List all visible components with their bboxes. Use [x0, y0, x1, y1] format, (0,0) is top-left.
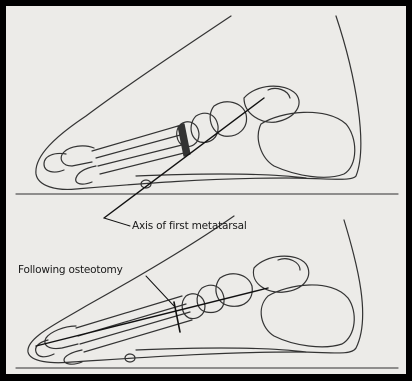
upper-hatched-region	[178, 124, 190, 156]
lower-skin-outline	[28, 216, 363, 363]
lower-plantar-fascia	[136, 348, 306, 352]
upper-axis-label: Axis of first metatarsal	[132, 220, 247, 232]
upper-phalanges	[61, 146, 94, 166]
upper-foot-diagram	[16, 16, 398, 226]
foot-diagrams	[6, 6, 406, 374]
upper-talus	[244, 86, 299, 122]
lower-talus	[253, 256, 308, 292]
upper-metatarsals	[92, 126, 188, 174]
lower-foot-diagram	[16, 216, 398, 368]
lower-calcaneus	[261, 285, 354, 347]
lower-label-leader	[146, 276, 174, 306]
illustration-panel: Axis of first metatarsal Following osteo…	[6, 6, 406, 374]
lower-metatarsal-axis-line	[36, 288, 268, 346]
lower-osteotomy-label: Following osteotomy	[18, 264, 123, 276]
upper-label-leader	[104, 218, 130, 226]
